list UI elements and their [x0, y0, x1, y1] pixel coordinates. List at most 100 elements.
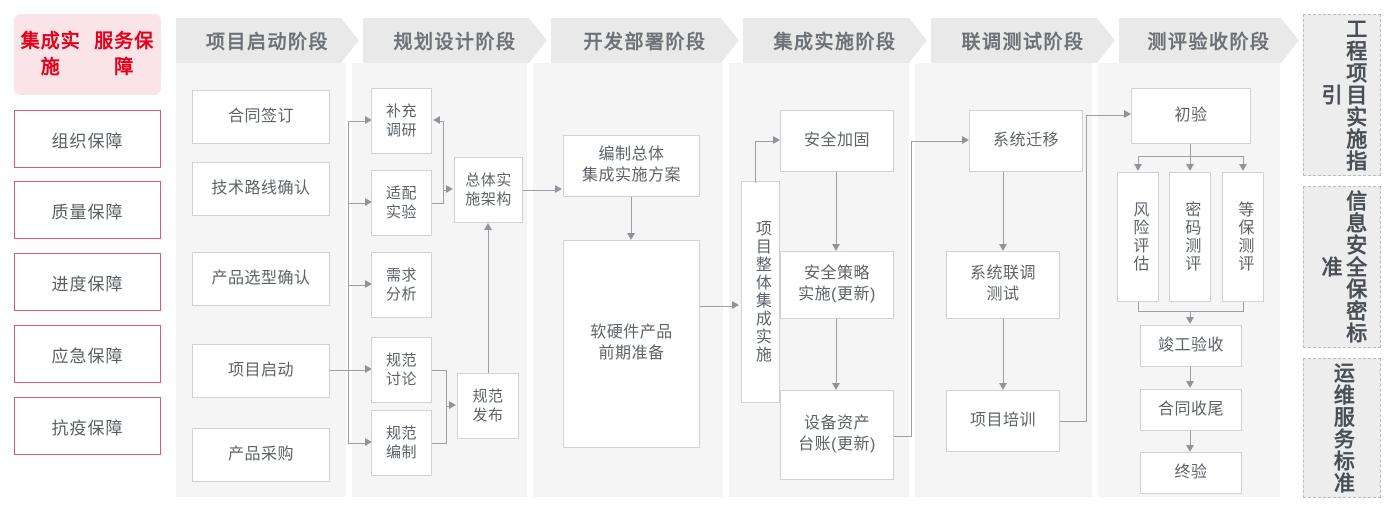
node-spec-release[interactable]: 规范 发布 [457, 373, 519, 439]
guarantee-item-organization[interactable]: 组织保障 [14, 110, 161, 168]
node-label: 项目培训 [969, 411, 1036, 429]
line-preparation-to-integration [700, 306, 732, 308]
node-adaptation-experiment[interactable]: 适配 实验 [371, 170, 432, 236]
node-hw-sw-preparation[interactable]: 软硬件产品 前期准备 [563, 240, 700, 448]
arrow-integration-to-hardening [773, 136, 780, 144]
node-label: 合同签订 [227, 107, 294, 125]
line-risk-down [1138, 302, 1140, 312]
line-spec-drafting-to-bracket [432, 443, 447, 445]
node-label-line2: 前期准备 [598, 345, 665, 362]
node-label: 终验 [1174, 463, 1208, 481]
phase-header-planning[interactable]: 规划设计阶段 [363, 18, 547, 63]
node-completion-acceptance[interactable]: 竣工验收 [1140, 325, 1242, 367]
node-label-line2: 分析 [385, 286, 417, 303]
arrow-branch-requirement [365, 280, 372, 288]
node-overall-architecture[interactable]: 总体实 施架构 [454, 157, 523, 223]
arrow-plan-to-preparation [627, 233, 635, 240]
node-mlps-evaluation[interactable]: 等保测评 [1222, 172, 1264, 302]
guarantee-item-quality[interactable]: 质量保障 [14, 181, 161, 239]
node-supplementary-research[interactable]: 补充 调研 [371, 88, 432, 154]
phase-header-integration[interactable]: 集成实施阶段 [743, 18, 927, 63]
line-bracket-upper [443, 121, 445, 203]
guarantee-item-epidemic[interactable]: 抗疫保障 [14, 397, 161, 455]
guarantee-item-schedule[interactable]: 进度保障 [14, 253, 161, 311]
line-preliminary-down [1190, 144, 1192, 156]
node-label: 项目整体集成实施 [752, 220, 770, 364]
standard-ops-service[interactable]: 运维服务标准 [1303, 358, 1381, 498]
arrow-to-mlps-evaluation [1239, 164, 1247, 171]
node-label-line1: 安全策略 [803, 265, 870, 283]
line-branch-spec-drafting [348, 443, 365, 445]
standard-label: 运维服务标准 [1331, 362, 1355, 494]
arrow-release-to-architecture [484, 223, 492, 230]
line-spec-discussion-to-bracket [432, 370, 447, 372]
line-ledger-right [894, 436, 912, 438]
node-product-selection[interactable]: 产品选型确认 [192, 252, 330, 306]
arrow-bracket-to-spec-release [449, 401, 456, 409]
node-label: 竣工验收 [1157, 336, 1224, 354]
node-product-purchase[interactable]: 产品采购 [192, 428, 330, 482]
node-joint-debug-test[interactable]: 系统联调 测试 [946, 251, 1060, 319]
node-spec-drafting[interactable]: 规范 编制 [371, 410, 432, 476]
node-requirement-analysis[interactable]: 需求 分析 [371, 252, 432, 318]
node-asset-ledger[interactable]: 设备资产 台账(更新) [780, 390, 894, 480]
guarantee-title-line2: 服务保障 [94, 30, 155, 78]
line-adaptation-to-bracket [432, 203, 444, 205]
node-tech-route-confirm[interactable]: 技术路线确认 [192, 162, 330, 216]
node-label: 系统迁移 [992, 131, 1059, 149]
node-spec-discussion[interactable]: 规范 讨论 [371, 337, 432, 403]
guarantee-item-emergency[interactable]: 应急保障 [14, 325, 161, 383]
node-label: 初验 [1174, 106, 1208, 124]
standard-engineering-guideline[interactable]: 工程项目实施指引 [1303, 14, 1381, 176]
node-label: 风险评估 [1130, 201, 1148, 273]
standard-infosec[interactable]: 信息安全保密标准 [1303, 186, 1381, 348]
node-label: 产品选型确认 [211, 269, 311, 287]
phase-header-testing[interactable]: 联调测试阶段 [931, 18, 1115, 63]
line-integration-up [755, 141, 757, 183]
arrow-architecture-to-plan [555, 185, 562, 193]
node-label-line1: 系统联调 [969, 265, 1036, 283]
phase-header-development[interactable]: 开发部署阶段 [551, 18, 739, 63]
line-bracket-to-arch [443, 190, 447, 192]
node-contract-closeout[interactable]: 合同收尾 [1140, 389, 1242, 431]
node-security-policy[interactable]: 安全策略 实施(更新) [780, 251, 894, 319]
node-label-line1: 规范 [385, 424, 417, 442]
node-final-acceptance[interactable]: 终验 [1140, 452, 1242, 494]
node-contract-signing[interactable]: 合同签订 [192, 90, 330, 144]
node-crypto-evaluation[interactable]: 密码测评 [1169, 172, 1211, 302]
node-label-line1: 设备资产 [803, 415, 870, 433]
node-draft-integration-plan[interactable]: 编制总体 集成实施方案 [563, 135, 700, 197]
node-label-line1: 规范 [472, 387, 504, 405]
arrow-bracket-to-architecture [446, 185, 453, 193]
line-release-to-architecture [488, 230, 490, 373]
node-project-training[interactable]: 项目培训 [946, 390, 1060, 452]
line-merge-down [1190, 311, 1192, 318]
arrow-preparation-to-integration [732, 301, 739, 309]
node-preliminary-acceptance[interactable]: 初验 [1131, 88, 1251, 144]
node-label-line2: 集成实施方案 [581, 167, 681, 184]
node-label: 技术路线确认 [211, 179, 311, 197]
node-label-line1: 适配 [385, 184, 417, 202]
line-training-right [1060, 421, 1087, 423]
phase-header-acceptance[interactable]: 测评验收阶段 [1119, 18, 1299, 63]
node-label-line1: 总体实 [465, 171, 512, 189]
guarantee-title-line1: 集成实施 [20, 30, 81, 78]
arrow-policy-to-ledger [832, 383, 840, 390]
node-label-line1: 规范 [385, 351, 417, 369]
node-security-hardening[interactable]: 安全加固 [780, 110, 894, 172]
line-bracket-to-release [446, 406, 450, 408]
phase-header-startup[interactable]: 项目启动阶段 [176, 18, 359, 63]
arrow-to-crypto-evaluation [1186, 164, 1194, 171]
line-planning-trunk [348, 121, 350, 443]
phase-header-label: 开发部署阶段 [583, 32, 707, 53]
node-label-line2: 编制 [385, 444, 417, 461]
node-label-line1: 软硬件产品 [590, 324, 673, 342]
line-mlps-down [1243, 302, 1245, 312]
node-overall-integration[interactable]: 项目整体集成实施 [741, 181, 780, 403]
node-system-migration[interactable]: 系统迁移 [969, 110, 1083, 172]
arrow-branch-spec-drafting [365, 438, 372, 446]
node-label-line2: 实施(更新) [798, 286, 876, 303]
node-label-line2: 实验 [385, 204, 417, 221]
node-risk-assessment[interactable]: 风险评估 [1117, 172, 1159, 302]
node-project-kickoff[interactable]: 项目启动 [192, 344, 330, 398]
